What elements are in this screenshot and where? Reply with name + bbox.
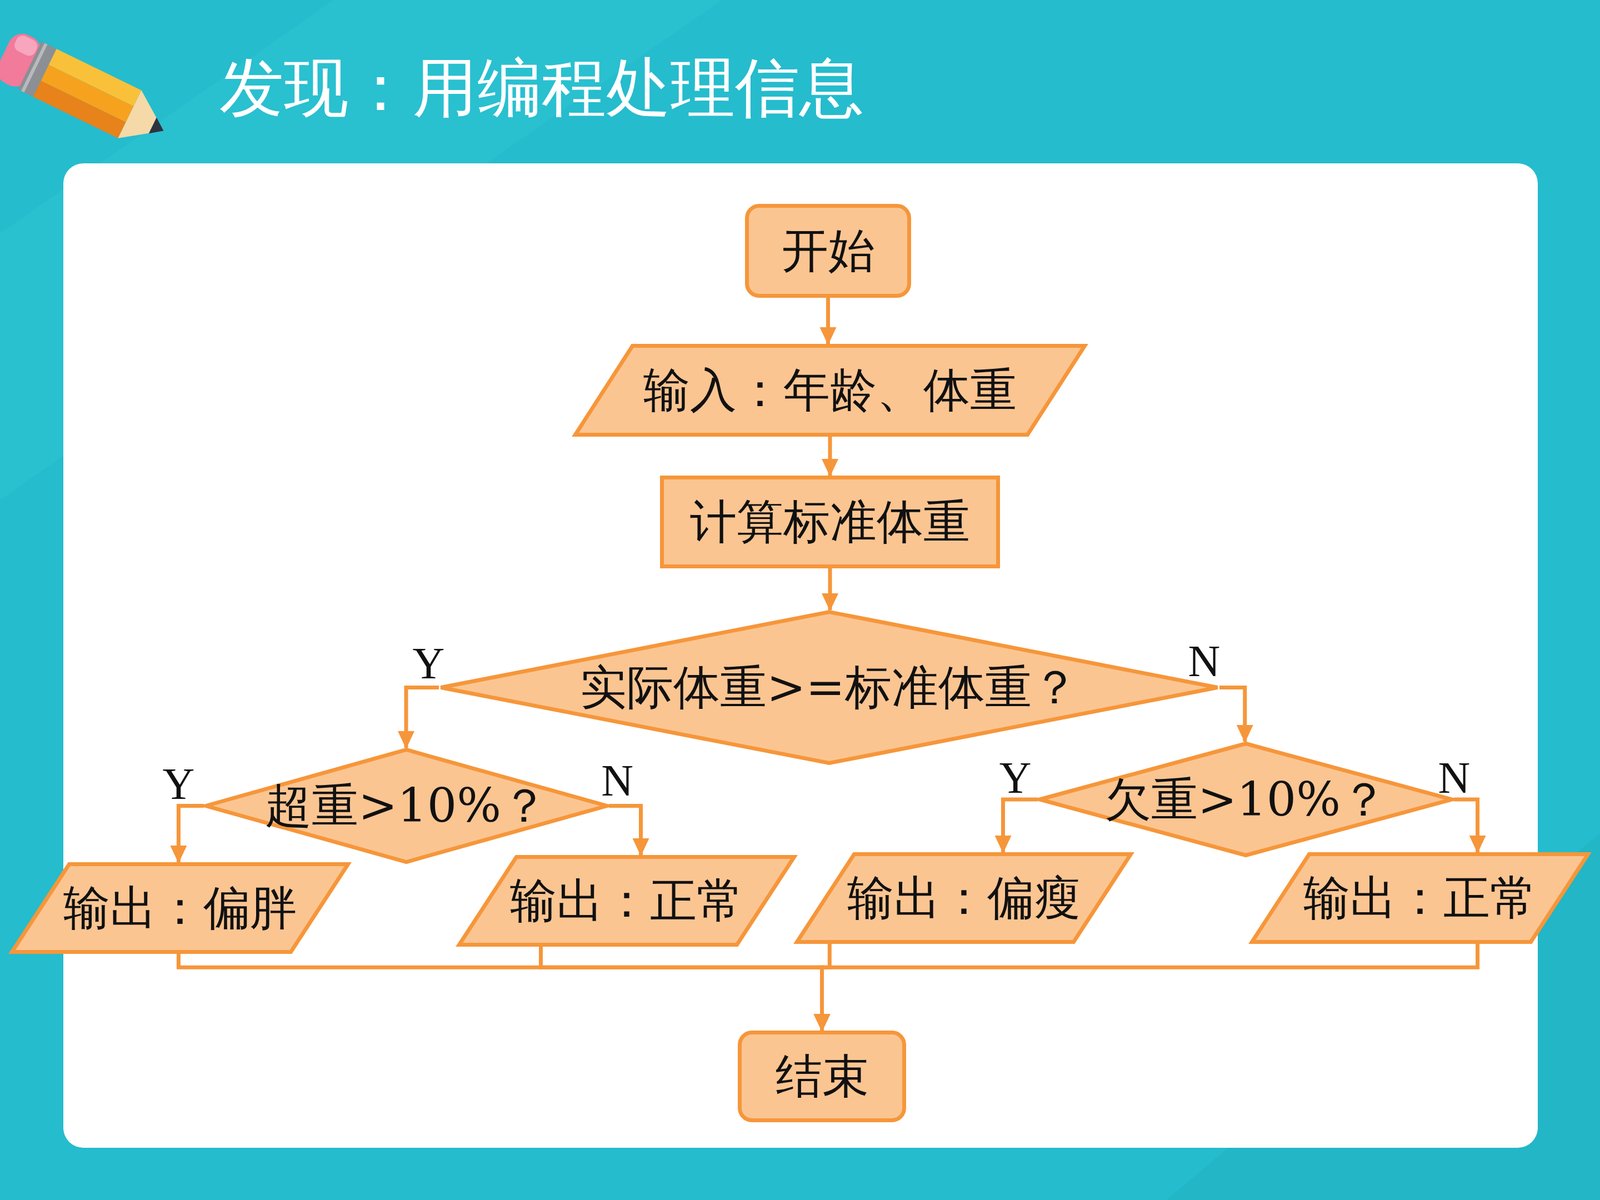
branch-label: Y [162, 761, 195, 807]
parallelogram-outline [797, 854, 1132, 943]
decision-diamond: 欠重>10%？ [1037, 741, 1454, 858]
flow-connector [178, 953, 822, 1031]
node-label: 输出：正常 [510, 875, 744, 927]
node-text-area: 结束 [737, 1030, 907, 1123]
node-label: 开始 [781, 225, 875, 277]
pencil-body [33, 80, 127, 138]
rect-outline [662, 477, 999, 567]
decision-diamond: 超重>10%？ [203, 747, 609, 864]
process-box: 计算标准体重 [660, 475, 1000, 569]
node-text-area: 开始 [745, 203, 912, 298]
rounded-outline [747, 206, 910, 297]
output-parallelogram: 输出：偏瘦 [795, 852, 1133, 944]
flow-connector [541, 946, 823, 1031]
flow-connector [178, 806, 204, 863]
branch-label: N [1437, 755, 1470, 800]
output-parallelogram: 输出：正常 [1250, 852, 1590, 944]
diamond-outline [206, 750, 608, 863]
slide-title: 发现：用编程处理信息 [219, 48, 864, 127]
flow-connector [608, 806, 642, 856]
branch-label: Y [999, 755, 1032, 800]
end-terminal: 结束 [737, 1030, 907, 1123]
node-text-area: 欠重>10%？ [1037, 741, 1454, 858]
node-text-area: 计算标准体重 [660, 475, 1000, 569]
flow-connector [828, 436, 833, 476]
node-text-area: 输入：年龄、体重 [573, 343, 1087, 437]
flow-connector [406, 687, 439, 749]
node-text-area: 输出：正常 [457, 855, 797, 947]
node-label: 输出：偏瘦 [847, 872, 1081, 924]
parallelogram-outline [575, 346, 1085, 435]
node-text-area: 输出：偏瘦 [795, 852, 1133, 944]
output-parallelogram: 输出：偏胖 [10, 862, 350, 954]
parallelogram-outline [459, 857, 795, 945]
node-text-area: 实际体重>=标准体重？ [438, 610, 1220, 765]
start-terminal: 开始 [745, 203, 912, 298]
node-label: 输出：偏胖 [63, 882, 297, 934]
flow-connector [826, 297, 830, 344]
node-label: 欠重>10%？ [1104, 773, 1388, 825]
node-label: 实际体重>=标准体重？ [580, 661, 1079, 713]
branch-label: N [1187, 638, 1220, 684]
node-label: 结束 [775, 1050, 869, 1102]
node-text-area: 超重>10%？ [203, 747, 609, 864]
pencil-lead [148, 117, 168, 139]
flow-connector [1219, 687, 1245, 743]
node-text-area: 输出：偏胖 [10, 862, 350, 954]
flow-connector [822, 943, 830, 1031]
flow-connector [1453, 799, 1478, 853]
pencil-icon [0, 28, 176, 155]
parallelogram-outline [1252, 854, 1589, 943]
node-label: 输出：正常 [1303, 872, 1537, 924]
node-label: 超重>10%？ [265, 780, 548, 832]
parallelogram-outline [12, 864, 349, 953]
rounded-outline [740, 1032, 905, 1121]
diamond-outline [1040, 743, 1453, 856]
node-label: 输入：年龄、体重 [643, 364, 1017, 416]
branch-label: Y [412, 641, 445, 686]
flow-connector [1003, 799, 1039, 853]
diamond-outline [441, 612, 1218, 764]
input-parallelogram: 输入：年龄、体重 [573, 343, 1087, 437]
flow-connector [822, 943, 1478, 1031]
node-label: 计算标准体重 [690, 496, 970, 548]
branch-label: N [601, 758, 634, 803]
pencil-wood [117, 90, 175, 155]
decision-diamond: 实际体重>=标准体重？ [438, 610, 1220, 765]
flow-connector [828, 568, 833, 610]
node-text-area: 输出：正常 [1250, 852, 1590, 944]
content-panel [63, 163, 1538, 1148]
output-parallelogram: 输出：正常 [457, 855, 797, 947]
